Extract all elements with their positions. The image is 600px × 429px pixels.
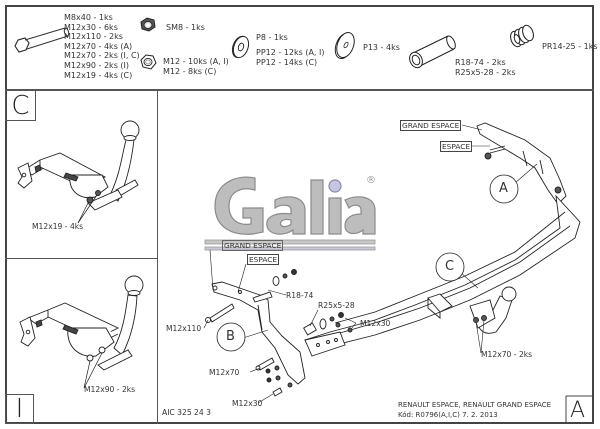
balloon-b-circle	[216, 322, 246, 352]
spacer-tube-icon	[409, 35, 456, 69]
nut-item: M12 - 8ks (C)	[163, 66, 217, 76]
washer-icon	[231, 35, 250, 59]
spacer-item: R25x5-28 - 2ks	[455, 67, 516, 77]
self-lock-nut-label: SM8 - 1ks	[166, 23, 205, 32]
drawing-number: AIC 325 24 3	[162, 408, 211, 417]
large-washer-label: P13 - 4ks	[363, 43, 400, 52]
spacer-list: R18-74 - 2ks R25x5-28 - 2ks	[455, 58, 516, 77]
label-espace-top: ESPACE	[440, 141, 473, 152]
nut-item: M12 - 10ks (A, I)	[163, 57, 229, 66]
self-lock-nut-icon	[140, 17, 156, 32]
sheet-letter: A	[570, 398, 586, 423]
balloon-b: B	[226, 329, 235, 344]
bolt-item: M12x110 - 2ks	[64, 32, 123, 42]
label-grand-espace-top: GRAND ESPACE	[400, 120, 462, 131]
bolt-item: M8x40 - 1ks	[64, 13, 113, 22]
bolt-icon	[14, 27, 70, 53]
bolt-item: M12x70 - 2ks (I, C)	[64, 51, 140, 61]
balloon-a-circle	[489, 174, 519, 204]
label-m12x70-2ks: M12x70 - 2ks	[481, 350, 533, 359]
galia-logo	[204, 176, 376, 251]
washer-item: PP12 - 14ks (C)	[256, 57, 318, 67]
label-grand-espace-left: GRAND ESPACE	[222, 240, 284, 251]
label-r18-74: R18-74	[286, 291, 314, 300]
variant-column	[5, 90, 158, 424]
large-washer-icon	[334, 31, 355, 60]
drawing-frame	[5, 5, 594, 424]
label-m12x70: M12x70	[209, 368, 240, 377]
variant-divider	[5, 258, 158, 259]
spacer-item: R18-74 - 2ks	[455, 58, 506, 67]
bolt-item: M12x19 - 4ks (C)	[64, 70, 133, 80]
title-code-date: Kód: R0796(A,I,C) 7. 2. 2013	[398, 411, 498, 419]
label-m12x110: M12x110	[166, 324, 202, 333]
bolt-item: M12x90 - 2ks (I)	[64, 60, 130, 70]
washer-p8: P8 - 1ks	[256, 33, 288, 42]
variant-i-letter: I	[5, 394, 34, 424]
washer-list: PP12 - 12ks (A, I) PP12 - 14ks (C)	[256, 48, 324, 67]
bolt-list: M8x40 - 1ks M12x30 - 6ks M12x110 - 2ks M…	[64, 13, 140, 80]
nut-list: M12 - 10ks (A, I) M12 - 8ks (C)	[163, 57, 229, 76]
variant-c-towbar-drawing	[17, 120, 140, 224]
label-m12x30-bottom: M12x30	[232, 399, 263, 408]
variant-i-callout: M12x90 - 2ks	[84, 385, 136, 394]
spring-icon	[510, 24, 534, 48]
parts-list-bar	[5, 5, 594, 91]
bolt-item: M12x30 - 6ks	[64, 22, 118, 32]
title-vehicle: RENAULT ESPACE, RENAULT GRAND ESPACE	[398, 401, 552, 409]
label-espace-left: ESPACE	[247, 254, 280, 265]
label-m12x30-right: M12x30	[360, 319, 391, 328]
variant-c-callout: M12x19 - 4ks	[32, 222, 84, 231]
washer-item: PP12 - 12ks (A, I)	[256, 48, 325, 57]
variant-c-letter: C	[5, 90, 36, 121]
bolt-item: M12x70 - 4ks (A)	[64, 41, 133, 51]
balloon-c: C	[445, 259, 455, 274]
spring-label: PR14-25 - 1ks	[542, 42, 598, 51]
balloon-a: A	[499, 181, 508, 196]
balloon-c-circle	[435, 252, 465, 282]
variant-i-towbar-drawing	[19, 275, 144, 389]
label-r25x5-28: R25x5-28	[318, 301, 355, 310]
nut-icon	[140, 54, 157, 70]
registered-mark: ®	[366, 175, 376, 186]
